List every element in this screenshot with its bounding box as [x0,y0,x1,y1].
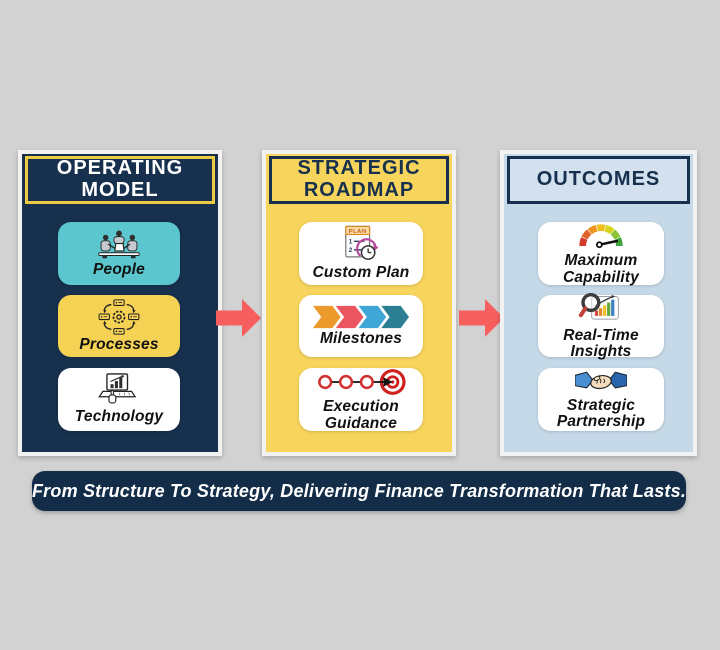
card-execution-guidance: Execution Guidance [299,368,423,431]
operating-model-title: OPERATING MODEL [56,157,184,201]
card-maximum-capability: Maximum Capability [538,222,664,285]
card-custom-plan-label: Custom Plan [312,264,410,282]
svg-text:PLAN: PLAN [349,229,367,235]
card-milestones: Milestones [299,295,423,357]
card-maximum-capability-label: Maximum Capability [562,252,640,286]
tagline-text: From Structure To Strategy, Delivering F… [31,480,687,501]
gauge-icon [572,221,630,251]
card-real-time-insights: Real-Time Insights [538,292,664,360]
technology-laptop-icon [98,373,140,407]
card-people-label: People [92,261,146,279]
card-custom-plan: PLAN 1 2 Custom Plan [299,222,423,285]
card-strategic-partnership-label: Strategic Partnership [556,396,646,430]
people-icon [96,228,142,260]
card-milestones-label: Milestones [319,329,403,347]
card-processes: Processes [58,295,180,357]
card-people: People [58,222,180,285]
plan-clock-icon: PLAN 1 2 [341,225,381,263]
handshake-icon [575,369,627,396]
outcomes-title: OUTCOMES [536,168,661,191]
svg-text:2: 2 [349,247,353,254]
magnifier-chart-icon [577,292,625,326]
card-execution-guidance-label: Execution Guidance [323,398,399,432]
operating-model-header: OPERATING MODEL [25,156,215,204]
card-processes-label: Processes [79,335,159,353]
target-path-icon [309,367,413,397]
tagline-banner: From Structure To Strategy, Delivering F… [32,471,686,511]
chevron-milestones-icon [308,305,414,329]
card-technology: Technology [58,368,180,431]
outcomes-header: OUTCOMES [507,156,690,204]
card-real-time-insights-label: Real-Time Insights [563,326,639,360]
card-technology-label: Technology [74,408,164,426]
strategic-roadmap-title: STRATEGIC ROADMAP [297,157,421,201]
strategic-roadmap-header: STRATEGIC ROADMAP [269,156,449,204]
flow-arrow-right-icon [459,299,504,337]
svg-text:1: 1 [349,239,353,246]
flow-arrow-right-icon [216,299,261,337]
card-strategic-partnership: Strategic Partnership [538,368,664,431]
process-workflow-icon [97,299,141,335]
